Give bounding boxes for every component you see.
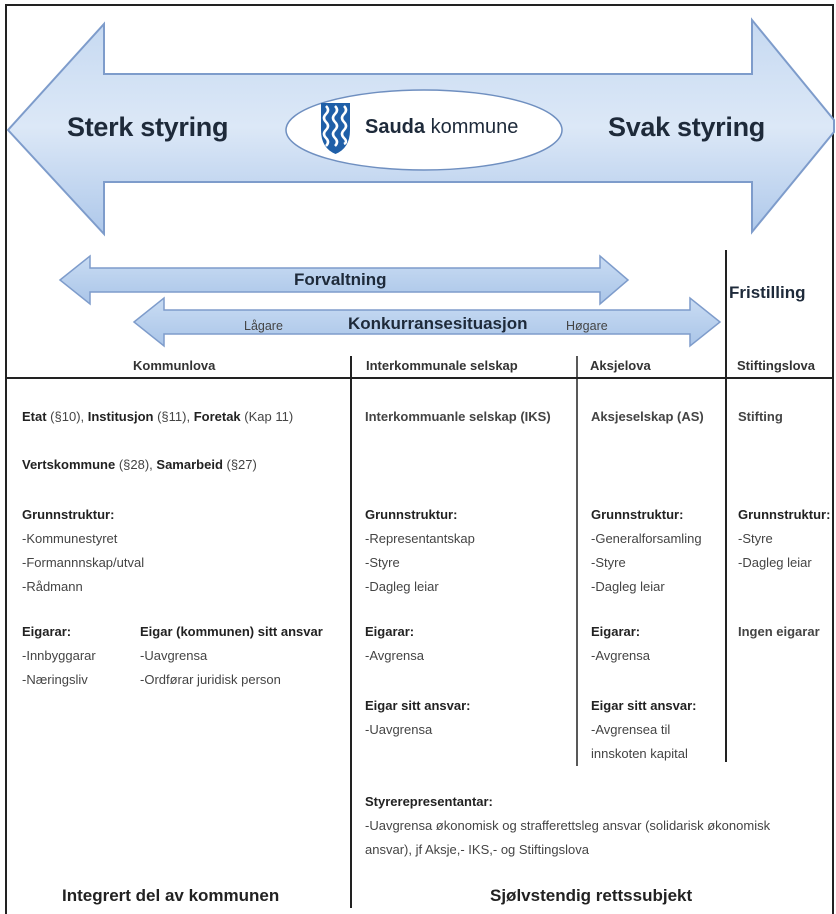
col3-title: Aksjeselskap (AS) xyxy=(591,409,704,424)
col3-grunn-item: -Dagleg leiar xyxy=(591,579,665,594)
col4-grunn-item: -Styre xyxy=(738,531,773,546)
col1-line2-part: (§28), xyxy=(118,457,157,472)
col3-grunn-item: -Styre xyxy=(591,555,626,570)
col2-grunnstruktur: Grunnstruktur: -Representantskap -Styre … xyxy=(365,503,475,599)
lagare-label: Lågare xyxy=(244,319,283,333)
col2-grunn-item: -Representantskap xyxy=(365,531,475,546)
col1-line2: Vertskommune (§28), Samarbeid (§27) xyxy=(22,453,257,477)
logo-text: Sauda kommune xyxy=(365,116,518,139)
col1-line1: Etat (§10), Institusjon (§11), Foretak (… xyxy=(22,405,293,429)
col2-grunn-item: -Styre xyxy=(365,555,400,570)
col3-ansvar-item: -Avgrensea til xyxy=(591,722,671,737)
styre-title: Styrerepresentantar: xyxy=(365,794,493,809)
styre-line: -Uavgrensa økonomisk og strafferettsleg … xyxy=(365,818,771,833)
col2-grunn-item: -Dagleg leiar xyxy=(365,579,439,594)
col-header-aksjelova: Aksjelova xyxy=(590,358,651,373)
col2-grunn-title: Grunnstruktur: xyxy=(365,507,458,522)
konkurranse-arrow xyxy=(132,296,722,348)
styre-block: Styrerepresentantar: -Uavgrensa økonomis… xyxy=(365,790,770,862)
col1-line1-part: Foretak xyxy=(193,409,245,424)
col-header-iks: Interkommunale selskap xyxy=(366,358,518,373)
diagram-frame xyxy=(5,4,834,914)
col3-grunn-item: -Generalforsamling xyxy=(591,531,702,546)
hogare-label: Høgare xyxy=(566,319,608,333)
col1-line1-part: Institusjon xyxy=(87,409,158,424)
footer-left: Integrert del av kommunen xyxy=(62,886,280,905)
col1-line2-part: Samarbeid xyxy=(156,457,227,472)
col-header-stiftingslova: Stiftingslova xyxy=(737,358,816,373)
col3-ansvar: Eigar sitt ansvar: -Avgrensea til innsko… xyxy=(591,694,697,766)
col1-ansvar-title: Eigar (kommunen) sitt ansvar xyxy=(140,624,323,639)
col1-line1-part: (Kap 11) xyxy=(244,409,294,424)
col2-eigarar-item: -Avgrensa xyxy=(365,648,425,663)
svak-styring-label: Svak styring xyxy=(608,112,765,142)
col1-grunnstruktur: Grunnstruktur: -Kommunestyret -Formannns… xyxy=(22,503,144,599)
col3-grunnstruktur: Grunnstruktur: -Generalforsamling -Styre… xyxy=(591,503,702,599)
col2-ansvar-title: Eigar sitt ansvar: xyxy=(365,698,471,713)
col1-line1-part: (§10), xyxy=(50,409,88,424)
col2-ansvar: Eigar sitt ansvar: -Uavgrensa xyxy=(365,694,471,742)
col2-ansvar-item: -Uavgrensa xyxy=(365,722,433,737)
footer-right: Sjølvstendig rettssubjekt xyxy=(490,886,693,905)
konkurranse-label: Konkurransesituasjon xyxy=(348,314,528,333)
forvaltning-label: Forvaltning xyxy=(294,270,387,289)
col1-line1-part: (§11), xyxy=(157,409,194,424)
col1-line2-part: (§27) xyxy=(226,457,257,472)
col1-line2-part: Vertskommune xyxy=(22,457,119,472)
col4-eigarar-title: Ingen eigarar xyxy=(738,624,820,639)
forvaltning-arrow xyxy=(58,254,630,306)
logo-ellipse xyxy=(285,89,563,171)
col4-grunnstruktur: Grunnstruktur: -Styre -Dagleg leiar xyxy=(738,503,830,575)
col1-ansvar-item: -Uavgrensa xyxy=(140,648,208,663)
col4-title: Stifting xyxy=(738,409,783,424)
logo-text-bold: Sauda xyxy=(365,116,426,138)
col3-eigarar: Eigarar: -Avgrensa xyxy=(591,620,650,668)
col1-eigarar-title: Eigarar: xyxy=(22,624,72,639)
fristilling-label: Fristilling xyxy=(729,283,806,302)
col3-eigarar-item: -Avgrensa xyxy=(591,648,651,663)
col1-ansvar-item: -Ordførar juridisk person xyxy=(140,672,281,687)
sauda-shield-icon xyxy=(321,103,350,154)
col3-ansvar-title: Eigar sitt ansvar: xyxy=(591,698,697,713)
logo-text-rest: kommune xyxy=(425,116,519,138)
sterk-styring-label: Sterk styring xyxy=(67,112,229,142)
col1-eigarar-item: -Innbyggarar xyxy=(22,648,96,663)
col1-grunn-item: -Rådmann xyxy=(22,579,83,594)
col1-grunn-item: -Formannnskap/utval xyxy=(22,555,145,570)
col2-eigarar: Eigarar: -Avgrensa xyxy=(365,620,424,668)
col3-grunn-title: Grunnstruktur: xyxy=(591,507,684,522)
col1-ansvar: Eigar (kommunen) sitt ansvar -Uavgrensa … xyxy=(140,620,323,692)
col2-eigarar-title: Eigarar: xyxy=(365,624,415,639)
col-header-kommunlova: Kommunlova xyxy=(133,358,216,373)
col1-eigarar: Eigarar: -Innbyggarar -Næringsliv xyxy=(22,620,96,692)
styre-line: ansvar), jf Aksje,- IKS,- og Stiftingslo… xyxy=(365,842,589,857)
col1-eigarar-item: -Næringsliv xyxy=(22,672,88,687)
col1-grunn-item: -Kommunestyret xyxy=(22,531,118,546)
col2-title: Interkommuanle selskap (IKS) xyxy=(365,409,551,424)
col1-grunn-title: Grunnstruktur: xyxy=(22,507,115,522)
col3-eigarar-title: Eigarar: xyxy=(591,624,641,639)
col3-ansvar-item: innskoten kapital xyxy=(591,746,688,761)
col1-line1-part: Etat xyxy=(22,409,51,424)
col4-grunn-title: Grunnstruktur: xyxy=(738,507,831,522)
col4-grunn-item: -Dagleg leiar xyxy=(738,555,812,570)
